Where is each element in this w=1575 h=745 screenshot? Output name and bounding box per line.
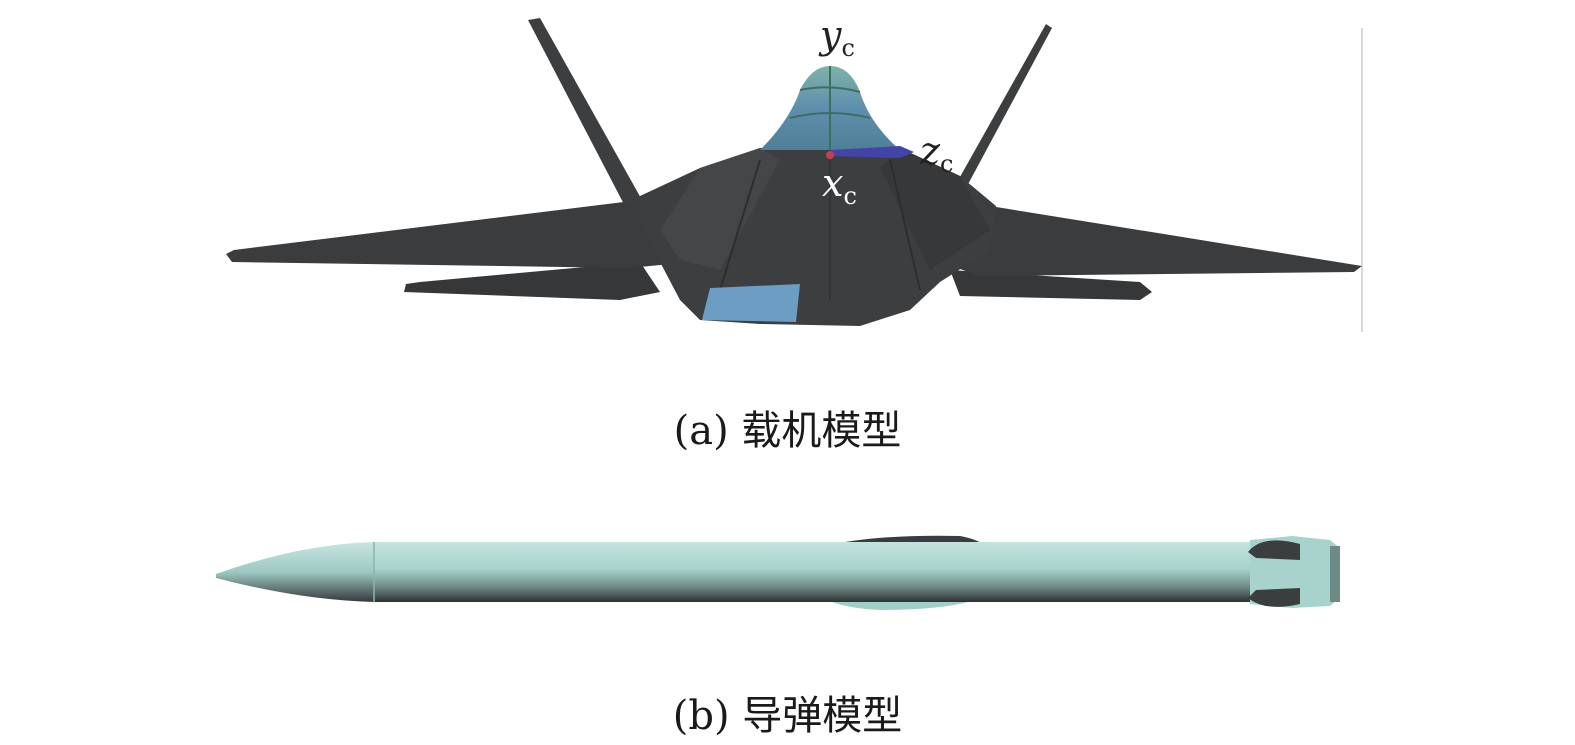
fuselage-facet-left xyxy=(660,148,780,270)
left-stabilizer xyxy=(404,262,660,300)
air-intake xyxy=(702,284,800,322)
right-wing xyxy=(940,200,1362,276)
missile-tail-fin-lower xyxy=(1248,588,1300,607)
missile-model xyxy=(216,535,1340,610)
left-wing xyxy=(226,200,690,268)
y-axis-label: yc xyxy=(818,13,855,62)
fuselage-facet-right xyxy=(880,148,990,270)
fuselage-edge xyxy=(719,159,761,291)
missile-body xyxy=(374,542,1294,602)
right-vertical-tail xyxy=(956,24,1052,188)
aircraft-model: yc zc xc xyxy=(226,13,1363,332)
missile-tail-fin-upper xyxy=(1248,540,1300,560)
missile-nose xyxy=(216,542,374,602)
caption-aircraft-model: (a) 载机模型 xyxy=(673,408,902,454)
canopy-frame xyxy=(789,66,871,150)
missile-tail-end xyxy=(1330,546,1340,602)
z-axis-arrow xyxy=(830,146,914,158)
left-vertical-tail xyxy=(528,18,642,212)
origin-point xyxy=(826,151,834,159)
caption-missile-model: (b) 导弹模型 xyxy=(672,693,903,739)
z-axis-label: zc xyxy=(919,129,953,178)
x-axis-label: xc xyxy=(822,161,857,210)
fuselage-edge xyxy=(889,159,921,291)
right-stabilizer xyxy=(950,270,1152,300)
